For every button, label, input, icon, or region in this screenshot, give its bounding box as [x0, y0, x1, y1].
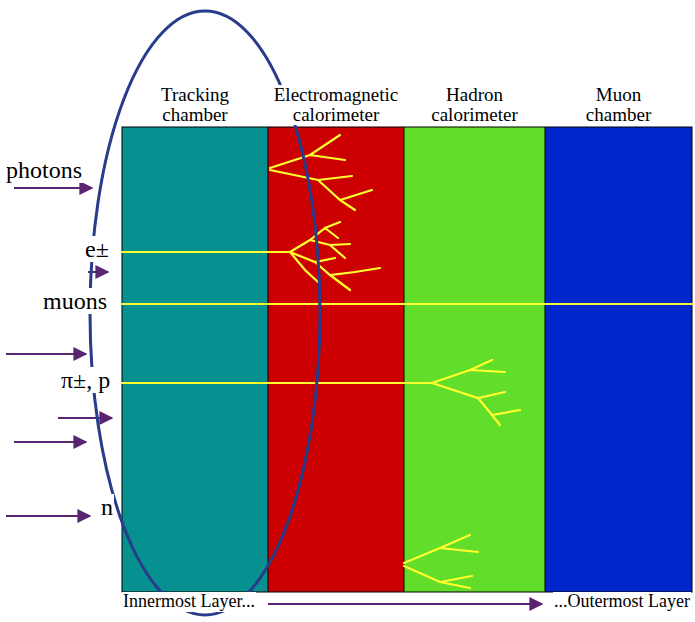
- detector-layer: Electromagnetic calorimeter: [268, 127, 404, 592]
- layer-border: [545, 127, 546, 592]
- incoming-arrow: [58, 417, 112, 419]
- electron-track: [122, 222, 380, 290]
- particle-label: photons: [5, 157, 83, 183]
- direction-label: ...Outermost Layer: [553, 592, 691, 612]
- layer-heading: Electromagnetic calorimeter: [272, 85, 401, 125]
- tracking-fill: [122, 127, 268, 592]
- layer-border: [404, 127, 405, 592]
- particle-label: e±: [84, 236, 110, 262]
- neutron-shower: [404, 535, 478, 588]
- pion-track: [122, 360, 520, 425]
- layer-heading: Hadron calorimeter: [429, 85, 520, 125]
- incoming-arrow: [14, 441, 86, 443]
- direction-arrow: [268, 603, 542, 605]
- layer-heading: Tracking chamber: [159, 85, 231, 125]
- layer-border: [268, 127, 269, 592]
- detector-layer: Hadron calorimeter: [404, 127, 545, 592]
- particle-tracks: [122, 135, 692, 588]
- incoming-arrow: [14, 187, 92, 189]
- detector-layer: Muon chamber: [545, 127, 692, 592]
- particle-label: π±, p: [60, 367, 111, 393]
- photon-shower: [270, 135, 372, 210]
- incoming-arrows: [6, 188, 112, 516]
- muon-fill: [545, 127, 692, 592]
- detector-outline: [122, 127, 692, 592]
- particle-label: n: [100, 494, 114, 520]
- hadron-fill: [404, 127, 545, 592]
- layer-heading: Muon chamber: [584, 85, 653, 125]
- incoming-arrow: [6, 515, 90, 517]
- incoming-arrow: [6, 353, 86, 355]
- detector-layer: Tracking chamber: [122, 127, 268, 592]
- particle-label: muons: [42, 288, 108, 314]
- direction-label: Innermost Layer...: [122, 592, 256, 612]
- muon-track: [122, 303, 692, 305]
